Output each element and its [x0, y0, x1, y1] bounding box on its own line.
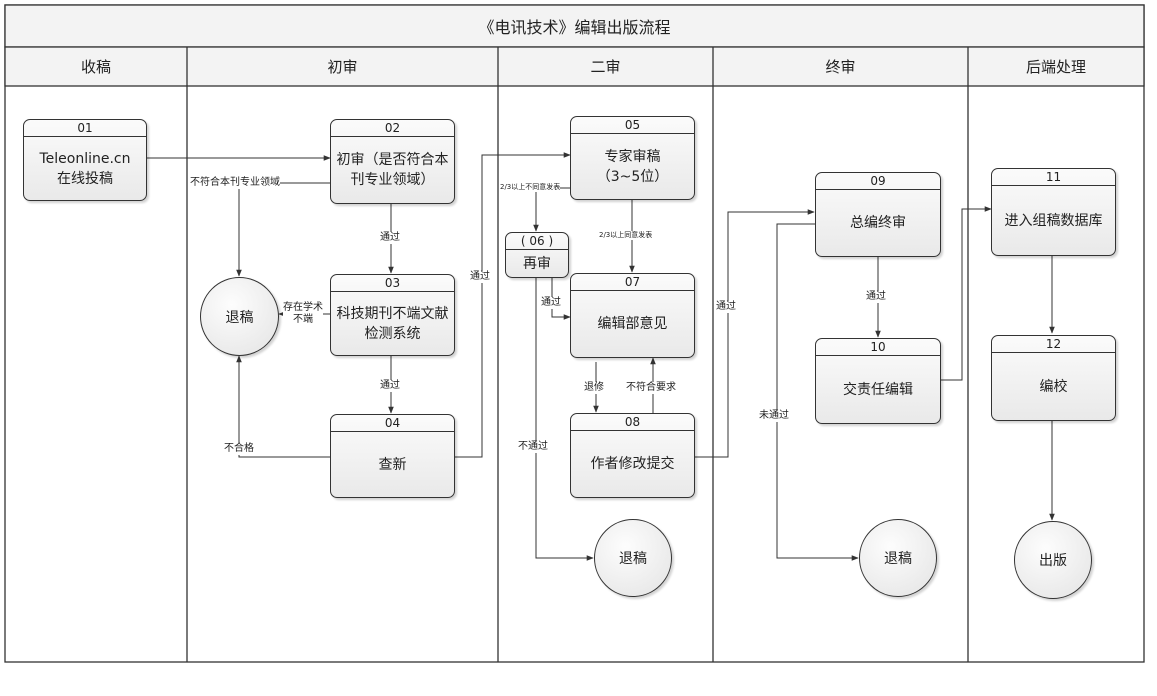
edge-10-11	[940, 206, 992, 381]
edge-label-two-thirds-reject: 2/3以上不同意发表	[500, 183, 561, 192]
edge-06-07	[551, 278, 571, 320]
node-id: 04	[331, 415, 454, 432]
node-04: 04 查新	[330, 414, 455, 498]
node-08: 08 作者修改提交	[570, 413, 695, 498]
edge-label-not-meet: 不符合要求	[626, 382, 676, 394]
node-text: 编校	[1039, 378, 1068, 395]
node-03: 03 科技期刊不端文献 检测系统	[330, 274, 455, 356]
node-id: 10	[816, 339, 940, 356]
edge-label-pass: 通过	[380, 232, 400, 244]
node-id: ( 06 )	[506, 233, 568, 250]
edge-09-reject	[776, 223, 859, 561]
node-id: 11	[992, 169, 1115, 186]
edge-02-reject	[236, 182, 330, 277]
edge-label-not-pass: 未通过	[759, 410, 789, 422]
node-06: ( 06 ) 再审	[505, 232, 569, 278]
node-id: 02	[331, 120, 454, 137]
edge-label-misconduct: 存在学术 不端	[283, 302, 323, 326]
terminal-reject-second: 退稿	[594, 519, 672, 597]
lane-header-second-review: 二审	[590, 58, 621, 76]
node-text: 查新	[378, 456, 407, 473]
node-id: 03	[331, 275, 454, 292]
edge-08-09	[694, 209, 815, 458]
node-text: 专家审稿 （3~5位）	[596, 148, 669, 185]
node-id: 09	[816, 173, 940, 190]
edge-label-pass: 通过	[866, 291, 886, 303]
node-id: 07	[571, 274, 694, 291]
node-02: 02 初审（是否符合本 刊专业领域）	[330, 119, 455, 204]
node-id: 12	[992, 336, 1115, 353]
terminal-reject-first: 退稿	[200, 277, 279, 356]
node-text: 总编终审	[850, 215, 906, 231]
edge-06-reject	[535, 278, 594, 561]
edge-label-pass: 通过	[380, 380, 400, 392]
node-09: 09 总编终审	[815, 172, 941, 257]
node-10: 10 交责任编辑	[815, 338, 941, 424]
edge-label-unqualified: 不合格	[224, 443, 254, 455]
node-text: 再审	[523, 255, 551, 272]
lane-header-first-review: 初审	[327, 58, 358, 76]
lane-header-backend: 后端处理	[1025, 58, 1086, 76]
edge-label-not-in-scope: 不符合本刊专业领域	[190, 177, 280, 189]
edge-04-05	[453, 152, 571, 458]
node-07: 07 编辑部意见	[570, 273, 695, 358]
edge-04-reject	[236, 355, 330, 458]
lane-header-receive: 收稿	[80, 58, 111, 76]
node-11: 11 进入组稿数据库	[991, 168, 1116, 256]
node-text: 初审（是否符合本 刊专业领域）	[336, 152, 449, 188]
edge-label-revise: 退修	[584, 382, 604, 394]
terminal-publish: 出版	[1014, 521, 1092, 599]
node-text: 作者修改提交	[590, 456, 675, 472]
node-text: 编辑部意见	[597, 316, 668, 332]
edge-05-06	[533, 187, 570, 232]
terminal-reject-final: 退稿	[859, 519, 937, 597]
edge-label-pass: 通过	[470, 271, 490, 283]
edge-label-pass: 通过	[716, 301, 736, 313]
diagram-title: 《电讯技术》编辑出版流程	[478, 18, 671, 37]
node-12: 12 编校	[991, 335, 1116, 421]
edge-label-two-thirds-accept: 2/3以上同意发表	[599, 231, 653, 240]
lane-header-bar	[4, 46, 1145, 87]
node-id: 05	[571, 117, 694, 134]
edge-label-not-pass: 不通过	[518, 441, 548, 453]
node-id: 08	[571, 414, 694, 431]
edge-label-pass: 通过	[541, 297, 561, 309]
node-id: 01	[24, 120, 146, 137]
lane-header-final-review: 终审	[825, 58, 856, 76]
node-text: 交责任编辑	[843, 381, 913, 398]
node-text: 进入组稿数据库	[1004, 212, 1103, 229]
node-text: Teleonline.cn 在线投稿	[39, 150, 131, 187]
node-05: 05 专家审稿 （3~5位）	[570, 116, 695, 200]
node-text: 科技期刊不端文献 检测系统	[336, 305, 449, 342]
node-01: 01 Teleonline.cn 在线投稿	[23, 119, 147, 201]
